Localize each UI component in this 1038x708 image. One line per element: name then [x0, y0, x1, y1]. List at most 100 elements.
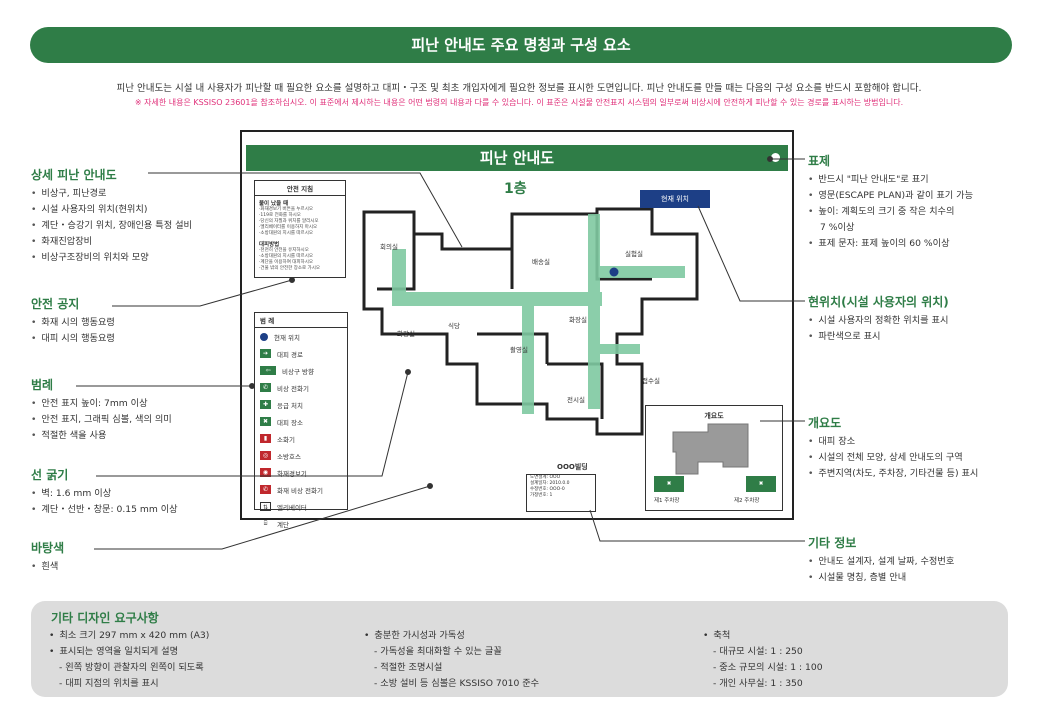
legend-item-current: 현재 위치 [255, 328, 347, 345]
intro-text: 피난 안내도는 시설 내 사용자가 피난할 때 필요한 요소를 설명하고 대피・… [116, 83, 922, 94]
escape-plan-poster: 피난 안내도 1층 안전 지침 불이 났을 때 ·화재경보기 버튼을 누르시오 … [240, 130, 794, 529]
fire-alarm-icon: ◉ [260, 468, 271, 477]
list-item: 파란색으로 표시 [808, 329, 949, 345]
exit-sign-icon: ⇦ [260, 366, 276, 375]
list-item: 화재 시의 행동요령 [31, 315, 114, 331]
room-label: 전시실 [567, 396, 585, 404]
legend-label: 화재 비상 전화기 [277, 486, 323, 495]
section-title: 바탕색 [31, 541, 65, 555]
parking-1-label: 제1 주차장 [654, 498, 680, 504]
safety-line: ·계단을 이용하여 대피하시오 [259, 260, 313, 265]
safety-instructions-box: 안전 지침 불이 났을 때 ·화재경보기 버튼을 누르시오 ·119로 전화를 … [254, 180, 346, 278]
legend-item-firephone: ✆ 화재 비상 전화기 [255, 481, 347, 498]
safety-line: ·건물 밖의 안전한 장소로 가시오 [259, 266, 320, 271]
legend-item-hose: ◎소방호스 [255, 447, 347, 464]
room-label: 배송실 [532, 258, 550, 266]
legend-label: 계단 [277, 520, 289, 529]
design-requirements-box: 기타 디자인 요구사항 최소 크기 297 mm x 420 mm (A3) 표… [31, 601, 1008, 697]
legend-item-alarm: ◉ 화재경보기 [255, 464, 347, 481]
section-title: 개요도 [808, 416, 842, 430]
list-item: 주변지역(차도, 주차장, 기타건물 등) 표시 [808, 466, 978, 482]
legend-label: 비상구 방향 [282, 367, 314, 376]
legend-label: 대피 경로 [277, 350, 303, 359]
legend-item-stairs: ⌸ 계단 [255, 515, 347, 532]
overview-building [672, 423, 749, 475]
list-item: 대피 시의 행동요령 [31, 331, 114, 347]
floor-plan [362, 207, 699, 436]
list-item: 시설 사용자의 위치(현위치) [31, 202, 192, 218]
first-aid-icon: ✚ [260, 400, 271, 409]
room-label: 촬영실 [510, 346, 528, 354]
stairs-icon: ⌸ [263, 520, 268, 527]
safety-line: ·천천히 안전을 유지하시오 [259, 248, 309, 253]
poster-title: 피난 안내도 [246, 145, 788, 171]
list-item: 영문(ESCAPE PLAN)과 같이 표기 가능 [808, 188, 973, 204]
list-item: - 개인 사무실: 1 : 350 [713, 678, 803, 689]
extinguisher-icon: ▮ [260, 434, 271, 443]
list-item: 화재진압장비 [31, 234, 192, 250]
assembly-point-icon: ✖ [260, 417, 271, 426]
list-item: - 가독성을 최대화할 수 있는 글꼴 [374, 646, 502, 657]
list-item: - 적절한 조명시설 [374, 662, 443, 673]
intro-note: ※ 자세한 내용은 KSSISO 23601을 참조하십시오. 이 표준에서 제… [134, 98, 904, 107]
list-item: 7 %이상 [820, 222, 855, 233]
list-item: - 중소 규모의 시설: 1 : 100 [713, 662, 823, 673]
section-title: 기타 정보 [808, 536, 857, 550]
legend-title: 범 례 [255, 313, 347, 328]
legend-item-firstaid: ✚응급 처치 [255, 396, 347, 413]
list-item: 반드시 "피난 안내도"로 표기 [808, 172, 973, 188]
section-legend: 범례 안전 표지 높이: 7mm 이상 안전 표지, 그래픽 심볼, 색의 의미… [31, 376, 172, 444]
page-banner: 피난 안내도 주요 명칭과 구성 요소 [30, 27, 1012, 63]
building-info-box: 도면설계: OOO 설계일자: 2010.0.0 수정번호: OOO-0 가정번… [526, 474, 596, 512]
poster-title-dot [771, 153, 780, 162]
route-arrow-icon: ➔ [260, 349, 271, 358]
building-info-line: 설계일자: 2010.0.0 [530, 481, 570, 486]
parking-2-label: 제2 주차장 [734, 498, 760, 504]
list-item: 시설 사용자의 정확한 위치를 표시 [808, 313, 949, 329]
section-title: 선 굵기 [31, 468, 69, 482]
legend-item-route: ➔ 대피 경로 [255, 345, 347, 362]
list-item: 안내도 설계자, 설계 날짜, 수정번호 [808, 554, 954, 570]
room-label: 접수실 [642, 377, 660, 385]
list-item: 안전 표지 높이: 7mm 이상 [31, 396, 172, 412]
poster-title-text: 피난 안내도 [479, 149, 555, 167]
list-item: 시설물 명칭, 층별 안내 [808, 570, 954, 586]
legend-label: 현재 위치 [274, 333, 300, 342]
building-name: OOO빌딩 [557, 463, 588, 471]
section-title: 상세 피난 안내도 [31, 168, 117, 182]
section-title: 안전 공지 [31, 297, 80, 311]
elevator-icon: ⇅ [260, 502, 271, 511]
legend-label: 엘리베이터 [277, 503, 307, 512]
current-location-icon [260, 332, 268, 341]
legend-label: 화재경보기 [277, 469, 307, 478]
legend-label: 비상 전화기 [277, 384, 309, 393]
list-item: 대피 장소 [808, 434, 978, 450]
overview-title: 개요도 [704, 412, 724, 420]
legend-label: 소화기 [277, 435, 295, 444]
list-item: 축척 [703, 628, 823, 644]
list-item: 적절한 색을 사용 [31, 428, 172, 444]
section-detail-map: 상세 피난 안내도 비상구, 피난경로 시설 사용자의 위치(현위치) 계단・승… [31, 166, 192, 266]
list-item: 벽: 1.6 mm 이상 [31, 486, 178, 502]
floor-label: 1층 [504, 181, 527, 197]
building-info-line: 도면설계: OOO [530, 475, 561, 480]
design-requirements-title: 기타 디자인 요구사항 [51, 611, 159, 625]
section-title-heading: 표제 반드시 "피난 안내도"로 표기 영문(ESCAPE PLAN)과 같이 … [808, 152, 973, 252]
requirements-col-2: 충분한 가시성과 가독성 - 가독성을 최대화할 수 있는 글꼴 - 적절한 조… [364, 628, 539, 692]
list-item: 비상구, 피난경로 [31, 186, 192, 202]
room-label: 식당 [448, 322, 460, 330]
list-item: - 대규모 시설: 1 : 250 [713, 646, 803, 657]
legend-item-phone: ✆ 비상 전화기 [255, 379, 347, 396]
section-overview: 개요도 대피 장소 시설의 전체 모양, 상세 안내도의 구역 주변지역(차도,… [808, 414, 978, 482]
fire-phone-icon: ✆ [260, 485, 271, 494]
fire-hose-icon: ◎ [260, 451, 271, 460]
safety-evac-title: 대피방법 [259, 242, 280, 248]
section-title: 현위치(시설 사용자의 위치) [808, 295, 949, 309]
safety-line: ·소방대원의 지시를 따르시오 [259, 254, 313, 259]
building-info-line: 가정번호: 1 [530, 493, 553, 498]
safety-box-title: 안전 지침 [255, 181, 345, 196]
list-item: 시설의 전체 모양, 상세 안내도의 구역 [808, 450, 978, 466]
list-item: 계단・승강기 위치, 장애인용 특정 설비 [31, 218, 192, 234]
legend-item-elevator: ⇅ 엘리베이터 [255, 498, 347, 515]
phone-icon: ✆ [260, 383, 271, 392]
